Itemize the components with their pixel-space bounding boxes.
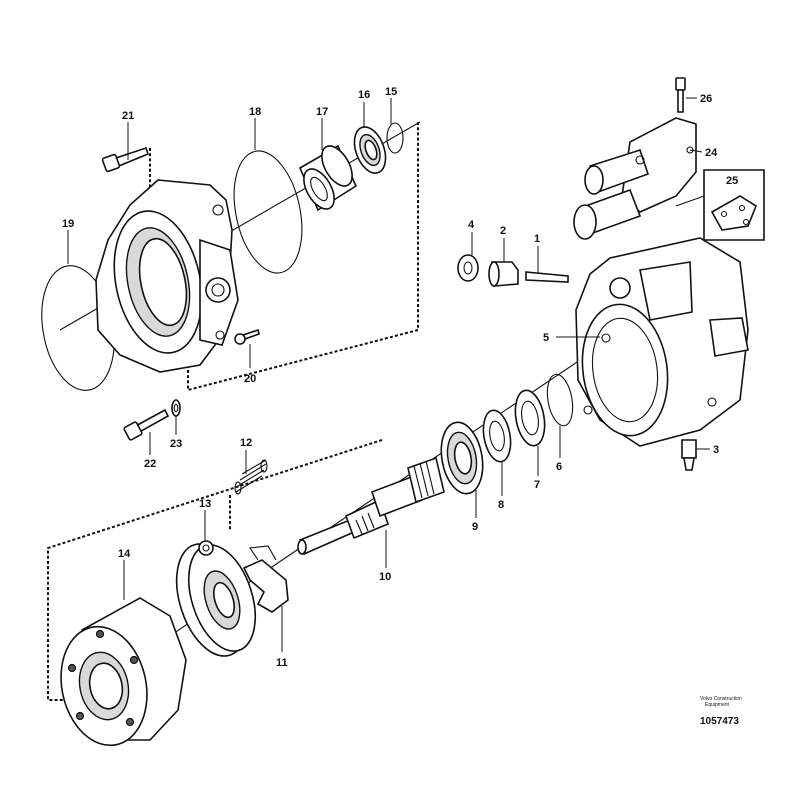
- callout-20: 20: [244, 373, 256, 385]
- callout-8: 8: [498, 499, 504, 511]
- callout-12: 12: [240, 437, 252, 449]
- callout-18: 18: [249, 106, 261, 118]
- leader-lines: [67, 97, 710, 652]
- snap-ring-6: [546, 373, 574, 427]
- document-number: 1057473: [700, 716, 739, 727]
- spring-12: [234, 459, 268, 495]
- callout-2: 2: [500, 225, 506, 237]
- bearing-16: [353, 126, 387, 174]
- pin-1: [525, 271, 569, 283]
- callout-4: 4: [468, 219, 475, 231]
- callout-24: 24: [705, 147, 718, 159]
- callout-21: 21: [122, 110, 134, 122]
- shim-8: [482, 409, 512, 463]
- pump-housing: [575, 237, 749, 447]
- callout-14: 14: [118, 548, 131, 560]
- callout-labels: 21 18 17 16 15 19 20 22 23 12 13 14 11 1…: [62, 86, 738, 669]
- screw-26: [675, 77, 686, 113]
- bolt-20: [234, 328, 260, 345]
- nut-4: [457, 254, 479, 282]
- control-valve-24: [573, 117, 697, 240]
- bolt-22: [123, 408, 170, 441]
- bearing-sleeve-17: [298, 144, 358, 212]
- callout-6: 6: [556, 461, 562, 473]
- gasket-inset-25: [675, 169, 765, 241]
- plug-3: [681, 439, 697, 471]
- callout-17: 17: [316, 106, 328, 118]
- callout-23: 23: [170, 438, 182, 450]
- callout-3: 3: [713, 444, 719, 456]
- washer-23: [171, 399, 181, 417]
- cylinder-block-14: [60, 597, 187, 747]
- bolt-21: [101, 146, 149, 173]
- cam-plate-13: [175, 540, 257, 657]
- shim-7: [514, 389, 546, 447]
- callout-9: 9: [472, 521, 478, 533]
- snap-ring-15: [386, 122, 404, 154]
- bearing-9: [440, 421, 484, 495]
- credit-line-1: Volvo Construction: [700, 696, 742, 702]
- callout-25: 25: [726, 175, 738, 187]
- callout-22: 22: [144, 458, 156, 470]
- flange-housing: [95, 179, 239, 373]
- callout-26: 26: [700, 93, 712, 105]
- credit-block: Volvo Construction Equipment 1057473: [700, 696, 742, 727]
- callout-1: 1: [534, 233, 540, 245]
- retainer-11: [242, 545, 289, 613]
- callout-13: 13: [199, 498, 211, 510]
- callout-5: 5: [543, 332, 549, 344]
- drive-shaft-10: [297, 456, 445, 556]
- callout-11: 11: [276, 657, 288, 669]
- callout-15: 15: [385, 86, 397, 98]
- o-ring-18: [233, 150, 303, 274]
- callout-19: 19: [62, 218, 74, 230]
- callout-10: 10: [379, 571, 391, 583]
- callout-16: 16: [358, 89, 370, 101]
- callout-7: 7: [534, 479, 540, 491]
- plug-2: [488, 261, 519, 287]
- credit-line-2: Equipment: [705, 702, 730, 708]
